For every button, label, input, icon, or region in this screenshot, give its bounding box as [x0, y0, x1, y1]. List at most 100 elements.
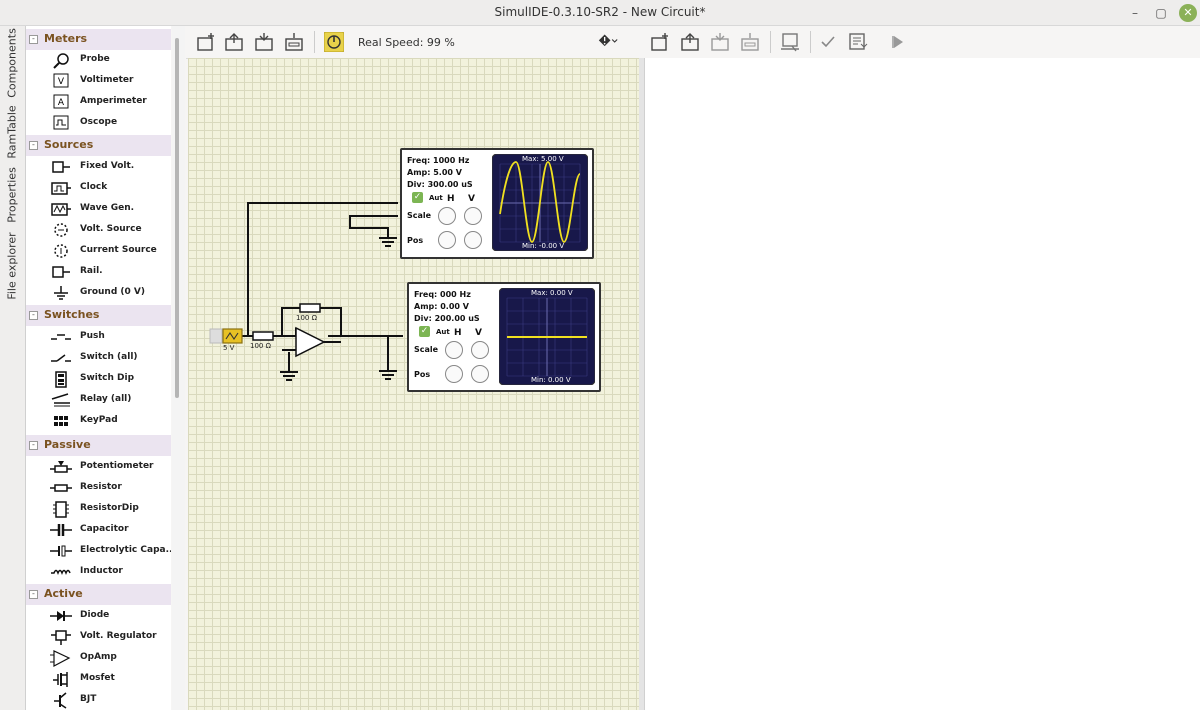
collapse-icon[interactable]: - — [29, 311, 38, 320]
oscope-icon — [53, 115, 69, 130]
item-potentiometer[interactable]: Potentiometer — [26, 457, 171, 478]
ground-symbol[interactable] — [379, 237, 397, 247]
tab-file-explorer[interactable]: File explorer — [5, 232, 19, 300]
item-bjt[interactable]: BJT — [26, 690, 171, 710]
item-rail[interactable]: Rail. — [26, 262, 171, 283]
item-probe[interactable]: Probe — [26, 50, 171, 71]
item-volt-regulator[interactable]: Volt. Regulator — [26, 627, 171, 648]
scope1-v-pos-knob[interactable] — [464, 231, 482, 249]
wire[interactable] — [320, 307, 342, 336]
item-resistordip[interactable]: ResistorDip — [26, 499, 171, 520]
warning-dropdown-icon[interactable] — [598, 32, 618, 52]
scope1-auto-checkbox[interactable]: ✓ — [412, 192, 423, 203]
collapse-icon[interactable]: - — [29, 441, 38, 450]
keypad-icon — [54, 416, 68, 426]
wave-gen-terminal[interactable] — [209, 328, 223, 344]
scope2-min-label: Min: 0.00 V — [531, 376, 571, 384]
volt-source-icon — [54, 223, 68, 237]
close-icon[interactable]: ✕ — [1179, 4, 1197, 22]
item-inductor[interactable]: Inductor — [26, 562, 171, 583]
item-capacitor[interactable]: Capacitor — [26, 520, 171, 541]
scope2-v-scale-knob[interactable] — [471, 341, 489, 359]
wire[interactable] — [281, 307, 300, 336]
input-resistor[interactable] — [252, 331, 274, 341]
mosfet-icon — [53, 672, 68, 687]
palette-scrollbar[interactable] — [172, 26, 185, 710]
tab-components[interactable]: Components — [5, 28, 19, 98]
scope1-h-pos-knob[interactable] — [438, 231, 456, 249]
power-icon[interactable] — [324, 32, 344, 52]
tab-ramtable[interactable]: RamTable — [5, 105, 19, 159]
category-meters[interactable]: -Meters — [26, 29, 171, 50]
feedback-resistor[interactable] — [299, 303, 321, 313]
scope1-freq: Freq: 1000 Hz — [407, 156, 470, 165]
current-source-icon — [54, 244, 68, 258]
item-mosfet[interactable]: Mosfet — [26, 669, 171, 690]
upload-icon[interactable] — [848, 32, 868, 52]
code-editor-pane[interactable] — [644, 58, 1200, 710]
rail-icon — [52, 266, 70, 278]
inductor-icon — [51, 569, 71, 576]
scope1-screen — [492, 154, 588, 251]
category-sources[interactable]: -Sources — [26, 135, 171, 156]
scope2-auto-label: Aut — [436, 328, 450, 336]
tab-properties[interactable]: Properties — [5, 167, 19, 223]
item-opamp[interactable]: OpAmp — [26, 648, 171, 669]
save-file-as-icon[interactable] — [740, 32, 760, 52]
item-switch-dip[interactable]: Switch Dip — [26, 369, 171, 390]
debug-run-icon[interactable] — [888, 32, 908, 52]
wire[interactable] — [242, 202, 398, 337]
item-clock[interactable]: Clock — [26, 178, 171, 199]
item-wave-gen[interactable]: Wave Gen. — [26, 199, 171, 220]
collapse-icon[interactable]: - — [29, 141, 38, 150]
category-active[interactable]: -Active — [26, 584, 171, 605]
item-keypad[interactable]: KeyPad — [26, 411, 171, 432]
item-current-source[interactable]: Current Source — [26, 241, 171, 262]
wire[interactable] — [349, 215, 398, 238]
new-file-icon[interactable] — [650, 32, 670, 52]
oscilloscope-2[interactable]: Freq: 000 Hz Amp: 0.00 V Div: 200.00 uS … — [407, 282, 601, 392]
item-volt-source[interactable]: Volt. Source — [26, 220, 171, 241]
item-oscope[interactable]: Oscope — [26, 113, 171, 134]
item-relay-all[interactable]: Relay (all) — [26, 390, 171, 411]
compile-check-icon[interactable] — [818, 32, 838, 52]
item-push[interactable]: Push — [26, 327, 171, 348]
minimize-icon[interactable]: – — [1132, 6, 1138, 20]
open-file-icon[interactable] — [680, 32, 700, 52]
maximize-icon[interactable]: ▢ — [1155, 6, 1167, 20]
scope2-auto-checkbox[interactable]: ✓ — [419, 326, 430, 337]
scope2-h-pos-knob[interactable] — [445, 365, 463, 383]
open-circuit-icon[interactable] — [224, 32, 244, 52]
item-resistor[interactable]: Resistor — [26, 478, 171, 499]
oscilloscope-1[interactable]: Freq: 1000 Hz Amp: 5.00 V Div: 300.00 uS… — [400, 148, 594, 259]
save-as-circuit-icon[interactable] — [284, 32, 304, 52]
circuit-canvas[interactable]: 5 V 100 Ω 100 Ω Freq: 1000 Hz Amp: 5.00 … — [188, 58, 639, 710]
scope1-v-scale-knob[interactable] — [464, 207, 482, 225]
diode-icon — [50, 611, 72, 621]
find-replace-icon[interactable] — [780, 32, 800, 52]
scope1-amp: Amp: 5.00 V — [407, 168, 462, 177]
item-switch-all[interactable]: Switch (all) — [26, 348, 171, 369]
collapse-icon[interactable]: - — [29, 35, 38, 44]
pane-splitter[interactable] — [639, 58, 644, 710]
ground-symbol[interactable] — [379, 370, 397, 380]
scope2-h-scale-knob[interactable] — [445, 341, 463, 359]
category-switches[interactable]: -Switches — [26, 305, 171, 326]
category-passive[interactable]: -Passive — [26, 435, 171, 456]
new-circuit-icon[interactable] — [196, 32, 216, 52]
scope1-h-scale-knob[interactable] — [438, 207, 456, 225]
save-circuit-icon[interactable] — [254, 32, 274, 52]
scrollbar-thumb[interactable] — [175, 38, 179, 398]
collapse-icon[interactable]: - — [29, 590, 38, 599]
scope2-v-pos-knob[interactable] — [471, 365, 489, 383]
item-diode[interactable]: Diode — [26, 606, 171, 627]
opamp-component[interactable] — [295, 326, 326, 358]
item-electrolytic-capacitor[interactable]: Electrolytic Capa... — [26, 541, 171, 562]
save-file-icon[interactable] — [710, 32, 730, 52]
item-ground[interactable]: Ground (0 V) — [26, 283, 171, 304]
ground-symbol[interactable] — [280, 371, 298, 381]
item-fixed-volt[interactable]: Fixed Volt. — [26, 157, 171, 178]
